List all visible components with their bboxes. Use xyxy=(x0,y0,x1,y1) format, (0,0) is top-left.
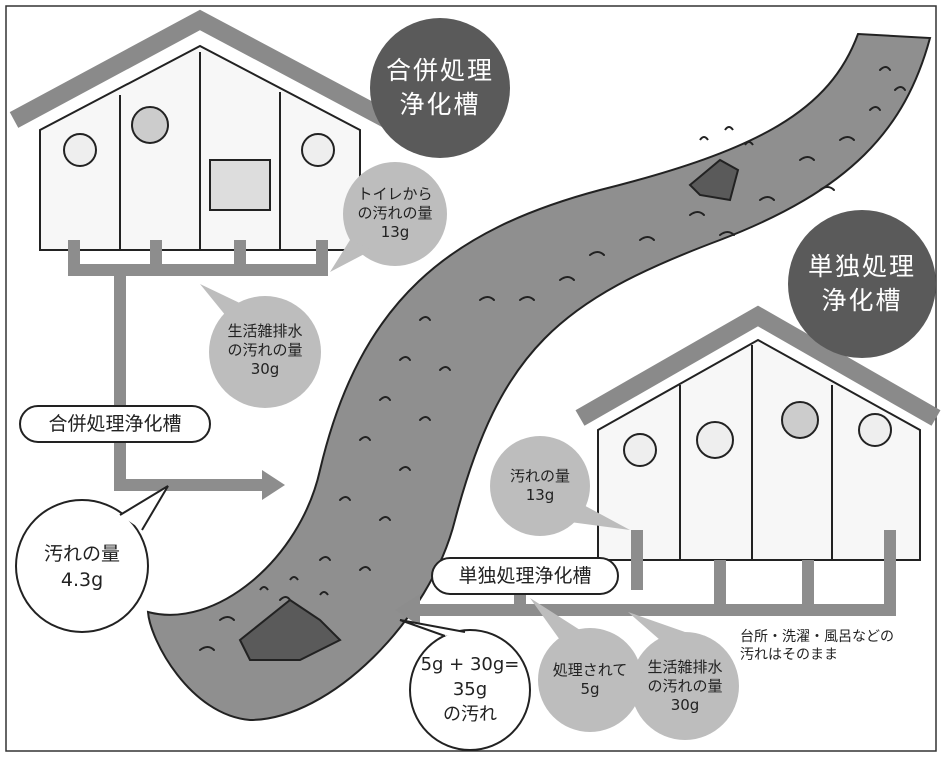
single-house xyxy=(575,305,941,561)
single-arrowhead xyxy=(395,594,420,626)
river xyxy=(146,32,932,722)
combined-result: 汚れの量 4.3g xyxy=(43,543,120,591)
combined-title-circle xyxy=(370,18,510,158)
graywater-circle-single xyxy=(631,632,739,740)
single-graywater-dirt: 生活雑排水 の汚れの量 30g xyxy=(647,658,723,714)
toilet-dirt-circle-combined xyxy=(343,162,447,266)
single-title-circle xyxy=(788,210,936,358)
combined-toilet-dirt: トイレから の汚れの量 13g xyxy=(357,185,433,241)
toilet-dirt-circle-single xyxy=(490,436,590,536)
single-pipe-label-shape xyxy=(431,557,619,595)
result-single-tail xyxy=(399,619,466,637)
toilet-circle-tail xyxy=(330,240,372,272)
single-toilet-dirt: 汚れの量 13g xyxy=(509,467,570,504)
single-title: 単独処理 浄化槽 xyxy=(807,252,916,315)
fish-upper xyxy=(688,126,754,202)
result-combined-tail xyxy=(119,485,169,531)
result-bubble-single-shape xyxy=(409,629,531,751)
single-treated: 処理されて 5g xyxy=(552,661,628,698)
toilet-single-tail xyxy=(570,502,630,530)
combined-graywater-dirt: 生活雑排水 の汚れの量 30g xyxy=(227,322,303,378)
single-pipe-label: 単独処理浄化槽 xyxy=(458,565,592,587)
single-result: 5g + 30g= 35g の汚れ xyxy=(420,654,520,725)
combined-pipe-label-shape xyxy=(19,405,211,443)
graywater-circle-tail xyxy=(200,284,246,316)
graywater-single-tail xyxy=(628,612,685,640)
frame xyxy=(5,5,937,752)
combined-arrowhead xyxy=(262,470,285,500)
river-wave-marks xyxy=(199,66,906,661)
combined-title: 合併処理 浄化槽 xyxy=(385,56,494,119)
single-note: 台所・洗濯・風呂などの 汚れはそのまま xyxy=(740,629,894,663)
treated-tail xyxy=(530,598,580,640)
fish-lower xyxy=(238,576,342,661)
graywater-circle-combined xyxy=(209,296,321,408)
result-bubble-combined-shape xyxy=(15,499,149,633)
combined-pipes xyxy=(68,240,328,491)
combined-house xyxy=(9,9,393,251)
treated-circle xyxy=(538,628,642,732)
combined-pipe-label: 合併処理浄化槽 xyxy=(48,413,182,435)
